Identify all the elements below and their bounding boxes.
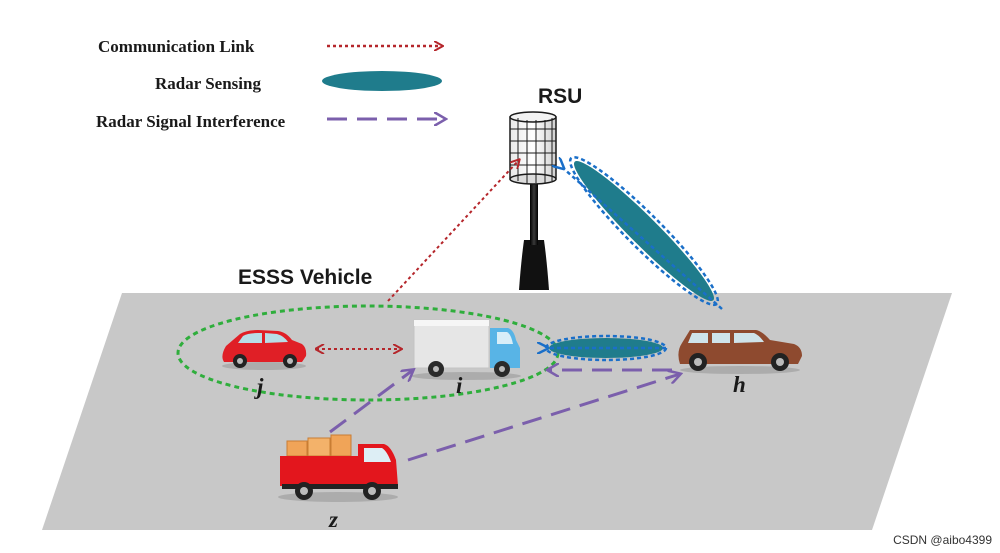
interference-z-to-i <box>329 370 413 434</box>
vehicle-j-label: j <box>253 374 264 399</box>
esss-vehicle-label: ESSS Vehicle <box>238 266 372 289</box>
rsu-radar-beam <box>559 155 723 310</box>
red-car-icon <box>222 330 307 370</box>
box-truck-icon <box>411 319 521 380</box>
rsu-label: RSU <box>538 85 582 108</box>
h-radar-beam <box>546 334 668 362</box>
suv-icon <box>678 330 802 374</box>
vehicle-h-label: h <box>733 372 746 397</box>
communication-link-i-to-rsu <box>387 160 519 302</box>
legend-communication-link-label: Communication Link <box>98 37 255 56</box>
rsu-tower-icon <box>509 111 557 290</box>
watermark: CSDN @aibo4399 <box>893 533 992 547</box>
legend-radar-sensing-label: Radar Sensing <box>155 74 261 93</box>
radar-sensing-legend-swatch <box>322 71 442 91</box>
vehicle-z-label: z <box>328 507 338 532</box>
interference-z-to-h <box>407 374 680 462</box>
legend-radar-interference-label: Radar Signal Interference <box>96 112 286 131</box>
cargo-truck-icon <box>278 434 398 502</box>
legend: Communication Link Radar Sensing Radar S… <box>96 37 445 131</box>
vehicle-i-label: i <box>456 373 463 398</box>
